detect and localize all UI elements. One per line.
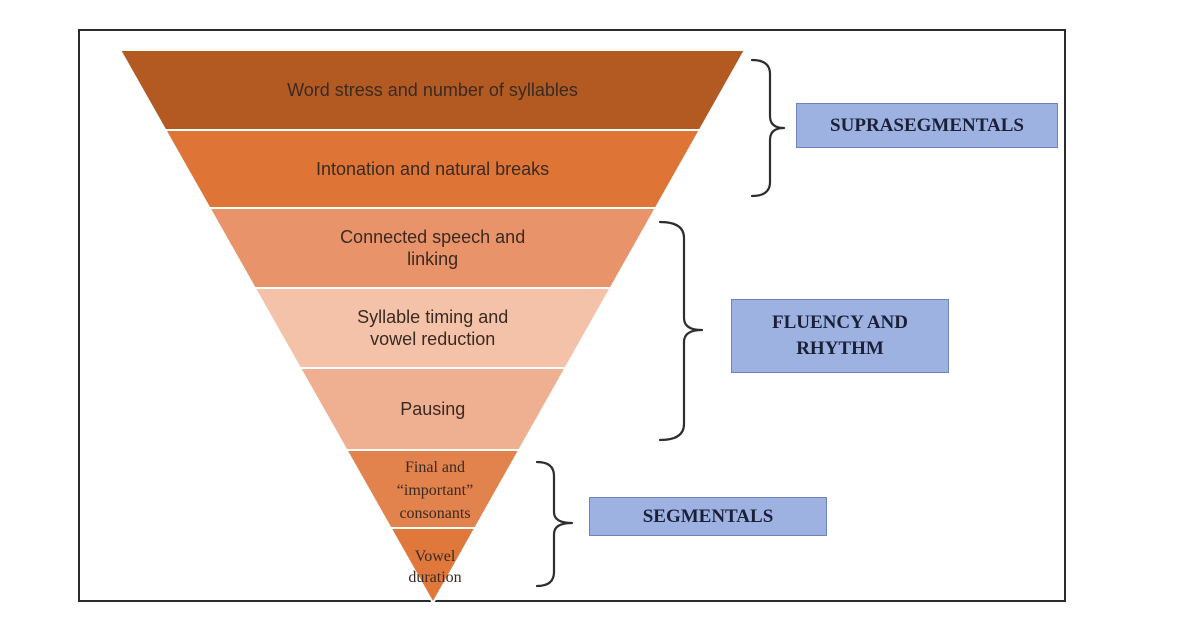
pyramid-layers: [118, 49, 747, 606]
pyramid-label-final-consonants: consonants: [399, 505, 470, 522]
pyramid-label-connected-speech: Connected speech and: [340, 227, 525, 247]
suprasegmentals-label: SUPRASEGMENTALS: [796, 103, 1058, 148]
fluency-rhythm-label: FLUENCY AND RHYTHM: [731, 299, 949, 373]
pyramid-label-syllable-timing: Syllable timing and: [357, 307, 508, 327]
pyramid-label-word-stress: Word stress and number of syllables: [287, 80, 578, 100]
pyramid-layer-syllable-timing: [252, 287, 613, 369]
pyramid-label-intonation: Intonation and natural breaks: [316, 159, 549, 179]
pyramid-label-vowel-duration: Vowel: [415, 548, 456, 565]
pyramid-label-syllable-timing: vowel reduction: [370, 329, 495, 349]
pyramid-label-vowel-duration: duration: [408, 569, 461, 586]
fluency-rhythm-brace: [658, 220, 704, 442]
pyramid-label-final-consonants: “important”: [397, 482, 473, 499]
suprasegmentals-brace: [750, 58, 786, 198]
pyramid-label-pausing: Pausing: [400, 399, 465, 419]
pyramid-layer-vowel-duration: [388, 527, 478, 606]
pyramid-layer-connected-speech: [207, 207, 658, 289]
segmentals-label: SEGMENTALS: [589, 497, 827, 536]
segmentals-brace: [535, 460, 574, 588]
pyramid-label-final-consonants: Final and: [405, 459, 465, 476]
fluency-rhythm-text: FLUENCY AND RHYTHM: [772, 312, 908, 359]
pyramid-labels: Word stress and number of syllablesInton…: [287, 80, 578, 586]
pyramid-label-connected-speech: linking: [407, 249, 458, 269]
